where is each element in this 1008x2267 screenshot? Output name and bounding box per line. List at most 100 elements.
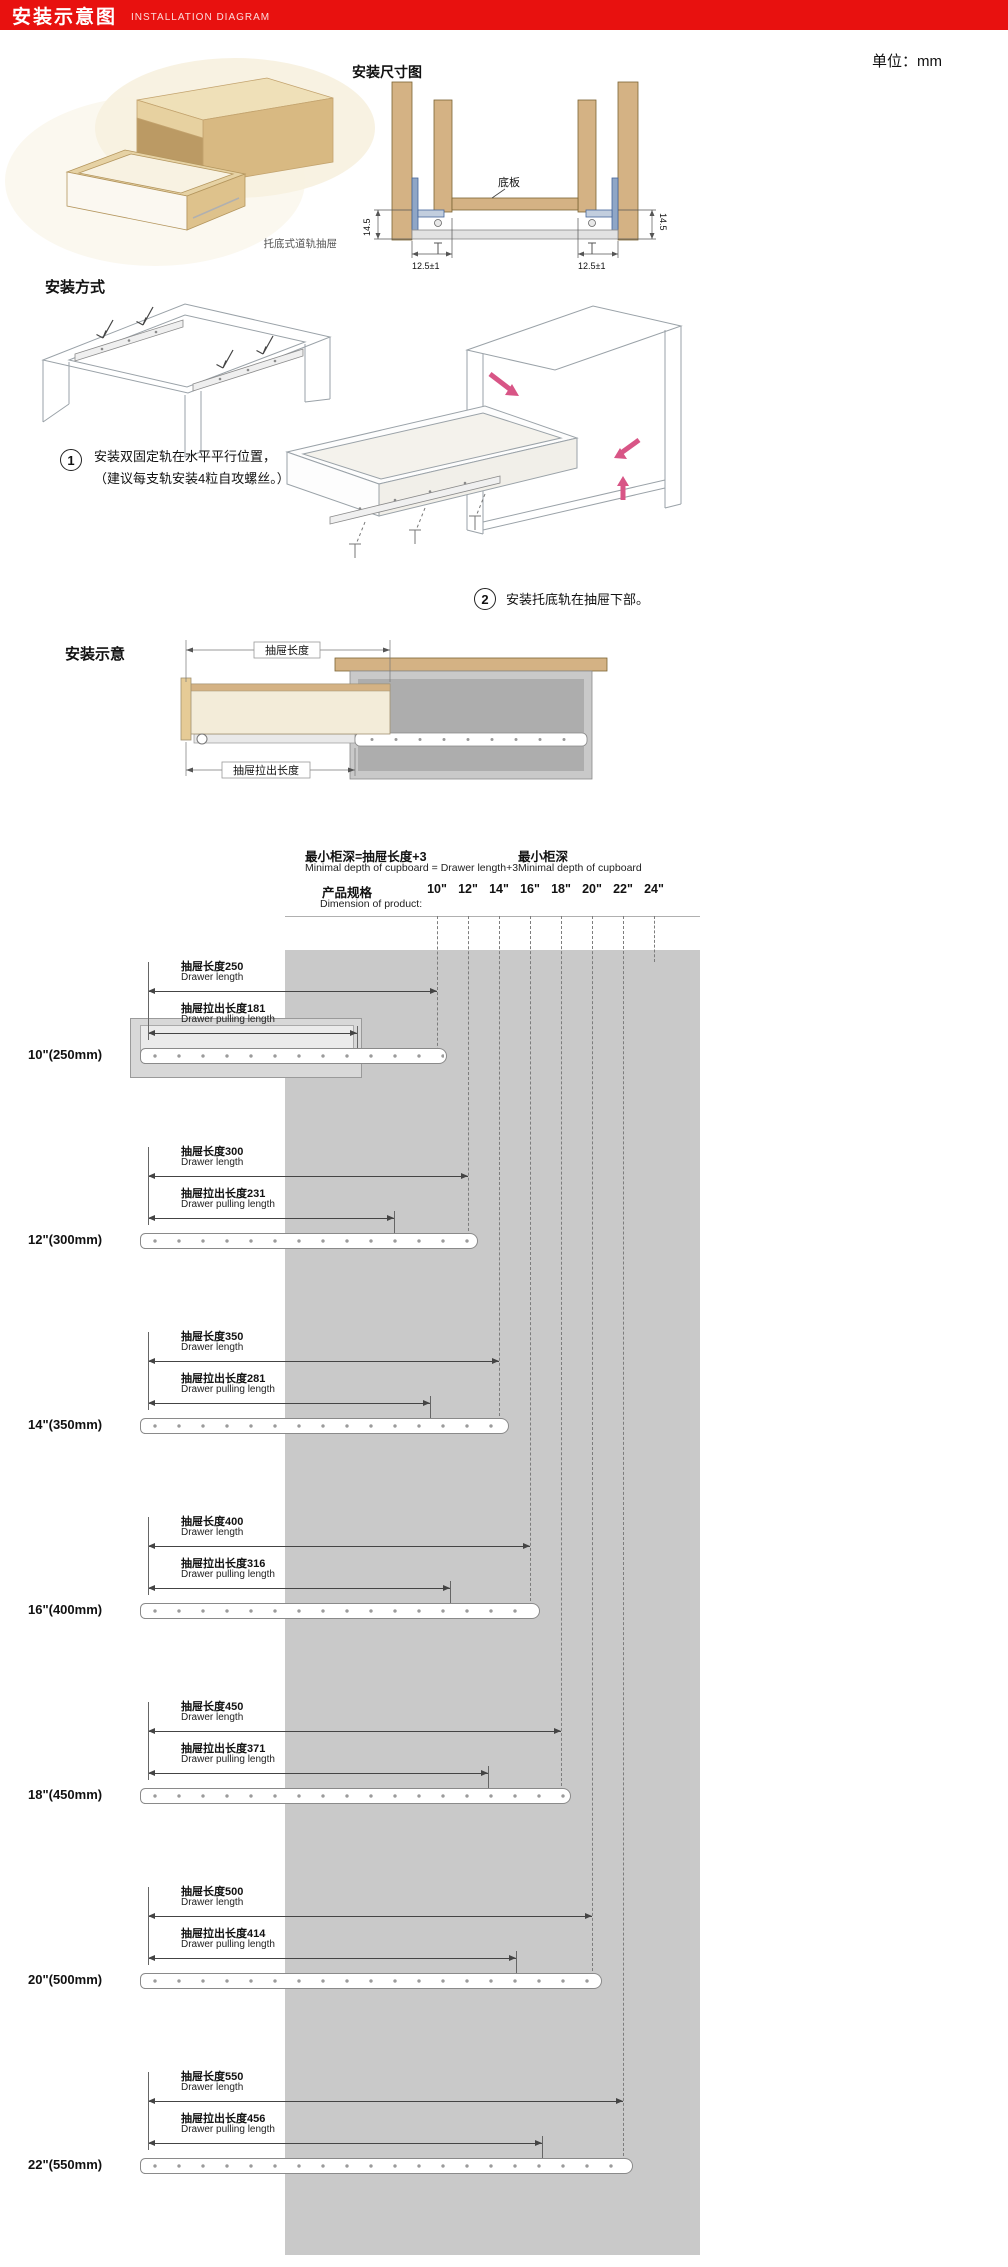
- dim-height-right: 14.5: [658, 213, 668, 231]
- arrowhead: [423, 1400, 430, 1406]
- dim-offset-right: 12.5±1: [578, 261, 605, 271]
- chart-dashed-line: [592, 916, 593, 1981]
- row-size-label: 18"(450mm): [28, 1787, 103, 1802]
- drawer-length-label-box: [253, 641, 321, 659]
- slide-rail: [140, 1233, 478, 1249]
- side-view-sketch: 抽屉长度 抽屉拉出长度: [180, 640, 608, 780]
- arrowhead: [481, 1770, 488, 1776]
- direction-arrowheads: [505, 384, 629, 486]
- dim-height-left: 14.5: [362, 218, 372, 236]
- drawer-length-label-en: Drawer length: [181, 972, 244, 983]
- dimension-arrowheads: [186, 647, 390, 773]
- note-depth-formula-en: Minimal depth of cupboard = Drawer lengt…: [305, 862, 519, 874]
- pull-length-label: 抽屉拉出长度456: [181, 2113, 266, 2125]
- arrowhead: [148, 2098, 155, 2104]
- slide-rail: [140, 1603, 540, 1619]
- drawer-length-label: 抽屉长度400: [181, 1516, 244, 1528]
- sketch-title: 安装示意: [65, 646, 126, 663]
- chart-dashed-line: [437, 916, 438, 1056]
- pull-length-arrow: [148, 1030, 357, 1036]
- row-size-label: 16"(400mm): [28, 1602, 103, 1617]
- arrowhead: [585, 1913, 592, 1919]
- pull-length-label-en: Drawer pulling length: [181, 1199, 275, 1210]
- drawer-photo-caption: 托底式道轨抽屉: [263, 238, 338, 250]
- row-size-label: 22"(550mm): [28, 2157, 103, 2172]
- drawer-length-label-en: Drawer length: [181, 1342, 244, 1353]
- drawer-length-label-en: Drawer length: [181, 1157, 244, 1168]
- cupboard-frame-wireframe: [465, 305, 683, 535]
- arrowhead: [148, 1913, 155, 1919]
- chart-column-header: 18": [551, 882, 571, 896]
- rail-rivets: [143, 1234, 475, 1248]
- drawer-length-label: 抽屉长度500: [181, 1886, 244, 1898]
- note-min-depth-cn: 最小柜深: [518, 850, 569, 864]
- pull-length-arrow: [148, 2140, 542, 2146]
- pull-length-label: 抽屉拉出长度281: [181, 1373, 266, 1385]
- rail-rivets: [143, 1789, 568, 1803]
- drawer-illustration: [5, 58, 375, 266]
- row-left-tick: [148, 1517, 149, 1595]
- arrowhead: [523, 1543, 530, 1549]
- arrowhead: [554, 1728, 561, 1734]
- chart-column-header: 14": [489, 882, 509, 896]
- step-1-line2: （建议每支轨安装4粒自攻螺丝。）: [94, 471, 290, 486]
- arrowhead: [148, 2140, 155, 2146]
- mounting-screws: [349, 493, 486, 558]
- header-bar: 安装示意图 INSTALLATION DIAGRAM: [0, 0, 1008, 30]
- drawer-length-arrow: [148, 1173, 468, 1179]
- pull-length-label-en: Drawer pulling length: [181, 1754, 275, 1765]
- slide-rail: [140, 1788, 571, 1804]
- drawer-length-label: 抽屉长度: [265, 643, 309, 657]
- roller-right: [588, 219, 596, 227]
- pull-end-tick: [357, 1026, 358, 1052]
- drawer-length-arrow: [148, 2098, 623, 2104]
- arrowhead: [430, 988, 437, 994]
- row-left-tick: [148, 1887, 149, 1965]
- bottom-rail-dots: [358, 481, 467, 510]
- bottom-rail-bar: [411, 229, 619, 240]
- pull-length-arrow: [148, 1215, 394, 1221]
- chart-dashed-line: [468, 916, 469, 1241]
- pull-length-label-en: Drawer pulling length: [181, 1939, 275, 1950]
- step-1-badge: 1: [60, 449, 82, 471]
- arrowhead: [148, 1358, 155, 1364]
- pull-length-label-en: Drawer pulling length: [181, 1569, 275, 1580]
- row-size-label: 14"(350mm): [28, 1417, 103, 1432]
- arrowhead: [387, 1215, 394, 1221]
- bottom-mount-rail: [329, 475, 501, 525]
- dim-offset-left: 12.5±1: [412, 261, 439, 271]
- pull-length-arrow: [148, 1585, 450, 1591]
- arrowhead: [509, 1955, 516, 1961]
- screw-position-arrows: [96, 306, 274, 369]
- cabinet-body: [136, 77, 334, 185]
- bottom-panel-label: 底板: [498, 175, 520, 189]
- dimension-diagram-title: 安装尺寸图: [352, 64, 422, 80]
- method-diagrams: [41, 303, 683, 558]
- arrowhead: [148, 1215, 155, 1221]
- pull-length-label: 抽屉拉出长度371: [181, 1743, 266, 1755]
- drawer-length-arrow: [148, 1358, 499, 1364]
- slide-rail: [140, 2158, 633, 2174]
- drawer-length-label-en: Drawer length: [181, 1897, 244, 1908]
- arrowhead: [148, 1173, 155, 1179]
- pull-length-label-en: Drawer pulling length: [181, 2124, 275, 2135]
- screws: [434, 242, 596, 254]
- chart-column-header: 10": [427, 882, 447, 896]
- pull-end-tick: [488, 1766, 489, 1792]
- unit-label: 单位：mm: [872, 53, 942, 70]
- direction-arrows: [488, 372, 641, 500]
- drawer-length-arrow: [148, 1728, 561, 1734]
- row-size-label: 12"(300mm): [28, 1232, 103, 1247]
- pull-length-arrow: [148, 1955, 516, 1961]
- rail-rivets: [143, 1049, 444, 1063]
- row-size-label: 10"(250mm): [28, 1047, 103, 1062]
- drawer-length-label: 抽屉长度300: [181, 1146, 244, 1158]
- step-2-line1: 安装托底轨在抽屉下部。: [506, 592, 650, 607]
- pull-length-label: 抽屉拉出长度231: [181, 1188, 266, 1200]
- note-min-depth-en: Minimal depth of cupboard: [518, 862, 642, 874]
- arrowhead: [148, 1400, 155, 1406]
- chart-header-rule: [285, 916, 700, 917]
- arrowhead: [443, 1585, 450, 1591]
